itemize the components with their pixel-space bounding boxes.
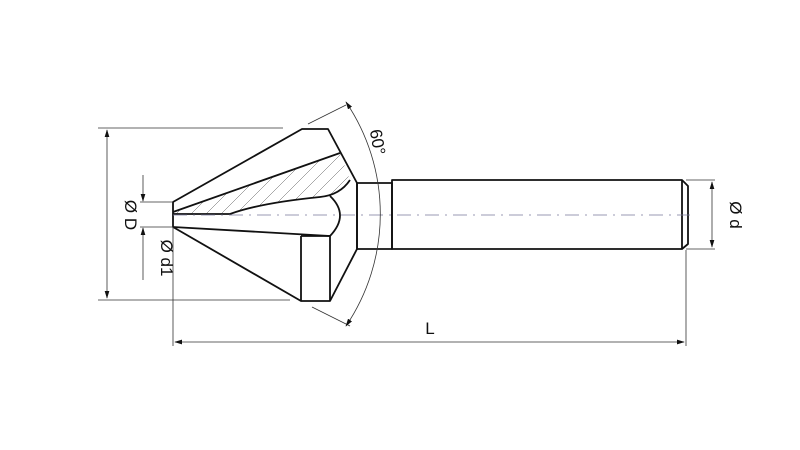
label-angle: 60° bbox=[366, 128, 389, 157]
label-tip-diameter: Ø d1 bbox=[157, 240, 176, 277]
dimension-d bbox=[686, 179, 715, 250]
dimension-L bbox=[172, 227, 687, 346]
section-hatch bbox=[173, 153, 350, 214]
label-length: L bbox=[425, 319, 434, 338]
label-shank-diameter: Ø d bbox=[726, 201, 745, 228]
shank bbox=[391, 179, 689, 250]
dimension-d1 bbox=[140, 175, 173, 280]
label-outer-diameter: Ø D bbox=[121, 200, 140, 230]
dimension-D bbox=[98, 127, 290, 301]
dimension-angle bbox=[307, 101, 381, 327]
collar bbox=[356, 182, 393, 250]
